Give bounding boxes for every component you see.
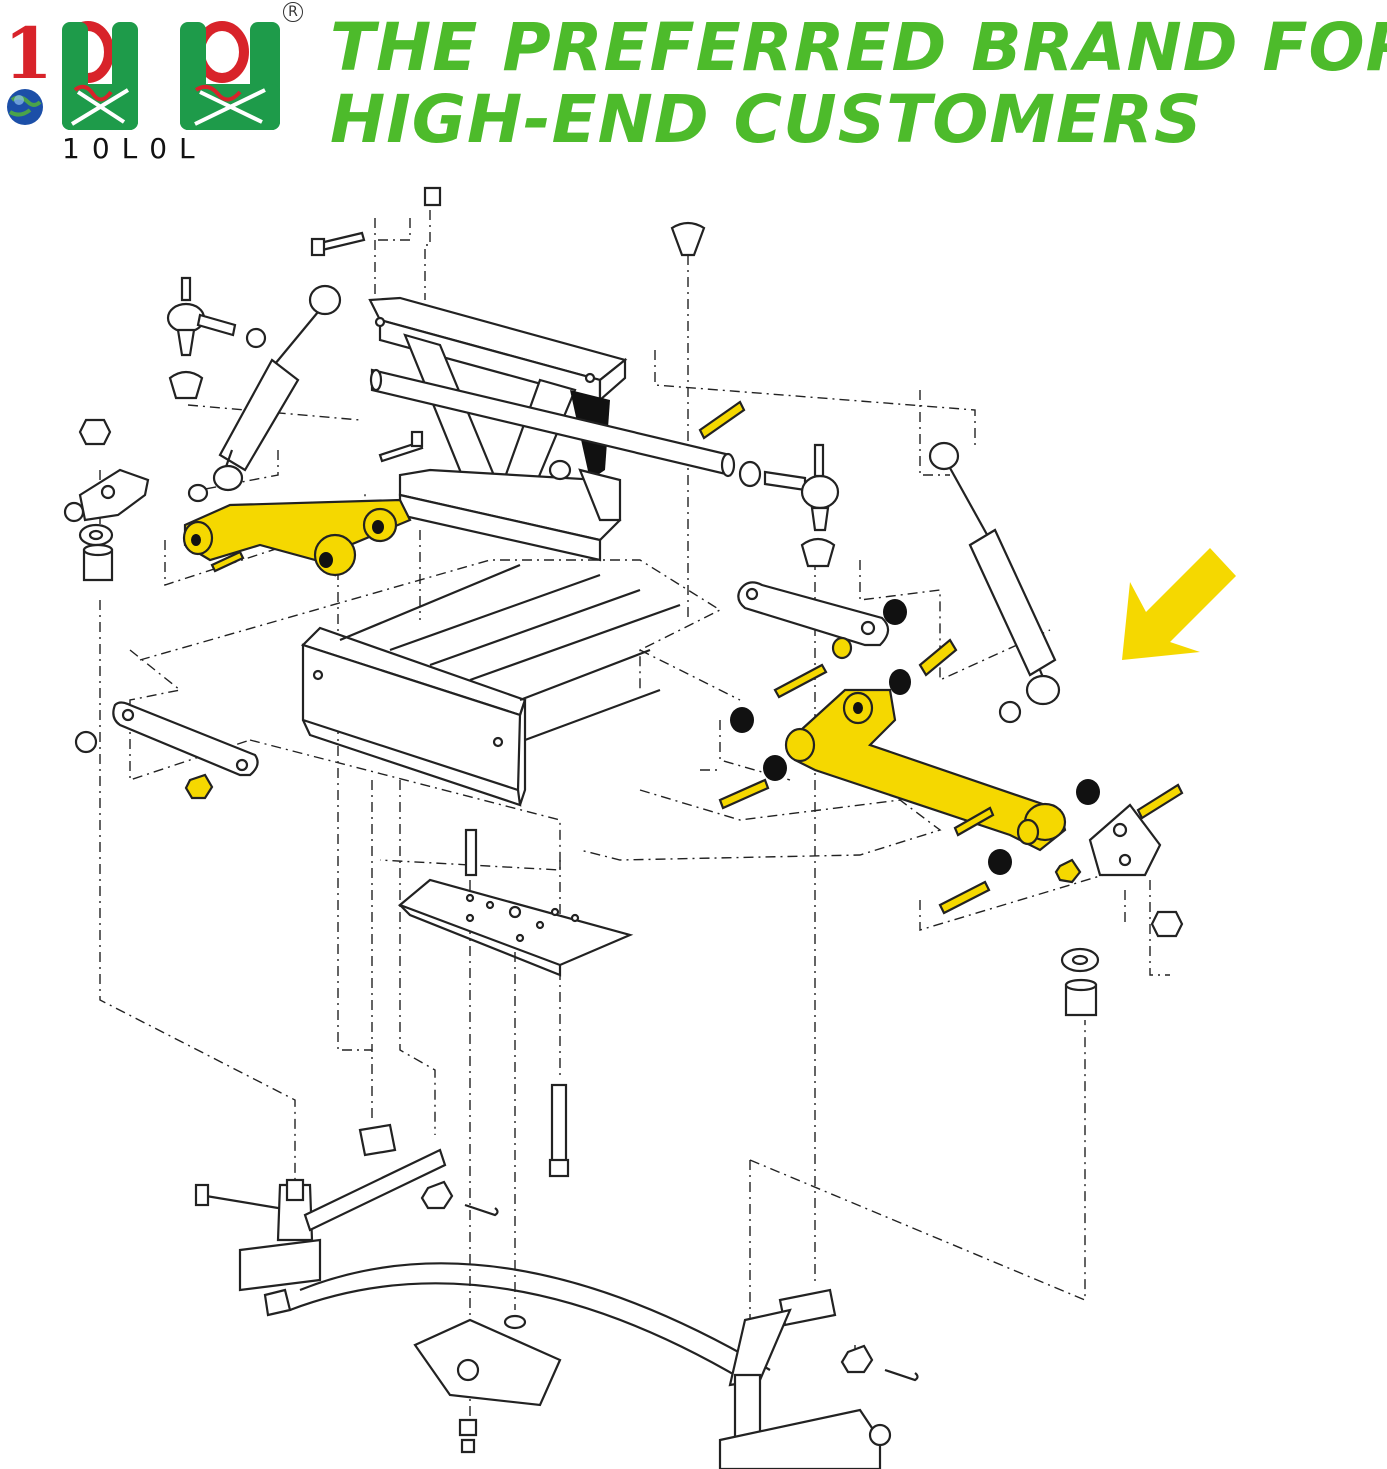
right-knuckle-hardware bbox=[1060, 803, 1184, 1017]
left-upper-control-arm-highlighted bbox=[182, 498, 412, 577]
left-tie-rod-end bbox=[166, 276, 267, 400]
globe-icon bbox=[7, 89, 43, 125]
right-shock-absorber bbox=[928, 441, 1061, 724]
header: 1 R 10L0L THE PRE bbox=[0, 0, 1387, 175]
brand-logo-mark: 1 bbox=[4, 12, 280, 130]
right-lower-control-arm-highlighted bbox=[718, 663, 1184, 915]
suspension-exploded-diagram: .ln { stroke:#222; stroke-width:2.2; fil… bbox=[63, 186, 1236, 1469]
brand-logo: 1 R 10L0L bbox=[0, 0, 303, 175]
logo-red-one: 1 bbox=[4, 12, 53, 95]
cross-tube bbox=[369, 368, 736, 478]
registered-mark: R bbox=[283, 2, 303, 22]
right-tie-rod-end bbox=[548, 400, 840, 568]
center-mount-plate bbox=[397, 828, 634, 1178]
headline-line-2: HIGH-END CUSTOMERS bbox=[330, 81, 1203, 158]
arrow-icon bbox=[1122, 548, 1236, 660]
front-axle-beam bbox=[194, 1123, 771, 1454]
front-crossmember bbox=[300, 563, 681, 807]
headline-line-1: THE PREFERRED BRAND FOR bbox=[330, 9, 1387, 86]
left-knuckle-hardware bbox=[63, 418, 150, 582]
left-shock-absorber bbox=[187, 284, 342, 503]
brand-name: 10L0L bbox=[62, 132, 207, 165]
left-lower-link bbox=[74, 701, 259, 800]
headline: THE PREFERRED BRAND FOR HIGH-END CUSTOME… bbox=[330, 9, 1387, 158]
right-spindle bbox=[718, 1288, 919, 1469]
upper-bolts bbox=[310, 186, 706, 463]
right-upper-link bbox=[737, 581, 958, 677]
